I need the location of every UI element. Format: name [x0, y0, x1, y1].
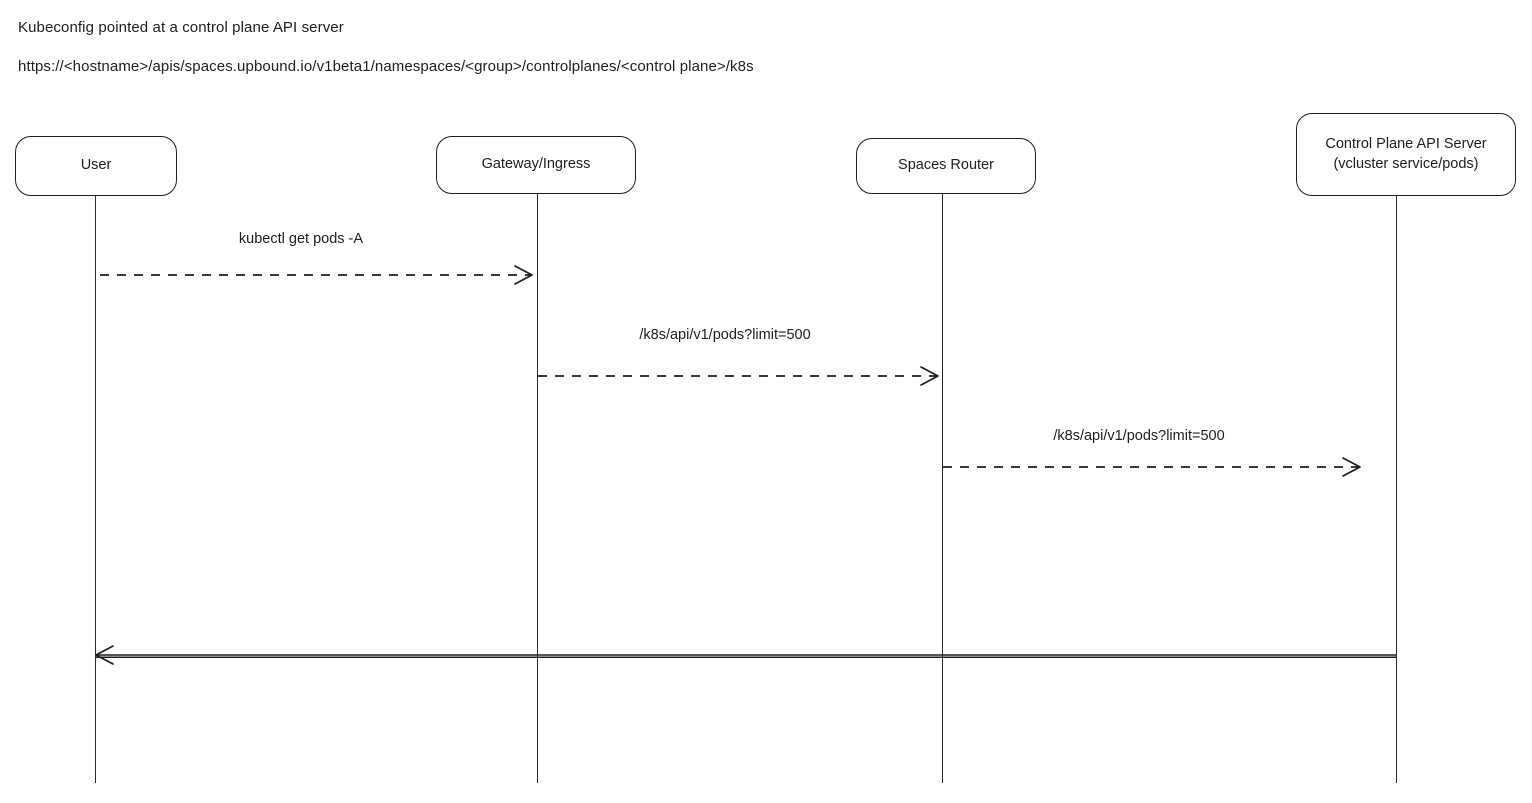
participant-label-control-plane: Control Plane API Server (vcluster servi…: [1325, 136, 1487, 172]
lifeline-control-plane: [1396, 196, 1397, 783]
participant-box-spaces-router[interactable]: Spaces Router: [856, 138, 1036, 194]
participant-box-user[interactable]: User: [15, 136, 177, 196]
lifeline-user: [95, 196, 96, 783]
participant-label-gateway: Gateway/Ingress: [481, 156, 591, 173]
message-label-msg-router-to-control-plane: /k8s/api/v1/pods?limit=500: [1053, 428, 1225, 444]
participant-label-spaces-router: Spaces Router: [898, 157, 994, 174]
lifeline-spaces-router: [942, 194, 943, 783]
diagram-title: Kubeconfig pointed at a control plane AP…: [18, 19, 344, 36]
arrow-msg-gateway-to-router: [538, 366, 939, 386]
arrow-msg-kubectl-get-pods: [100, 265, 533, 285]
arrow-msg-router-to-control-plane: [943, 457, 1361, 477]
participant-box-control-plane[interactable]: Control Plane API Server (vcluster servi…: [1296, 113, 1516, 196]
participant-label-user: User: [80, 157, 112, 174]
message-label-msg-gateway-to-router: /k8s/api/v1/pods?limit=500: [639, 327, 811, 343]
diagram-endpoint-url: https://<hostname>/apis/spaces.upbound.i…: [18, 58, 754, 75]
lifeline-gateway: [537, 194, 538, 783]
message-label-msg-kubectl-get-pods: kubectl get pods -A: [238, 231, 364, 247]
participant-box-gateway[interactable]: Gateway/Ingress: [436, 136, 636, 194]
arrow-msg-response-to-user: [95, 645, 1396, 665]
